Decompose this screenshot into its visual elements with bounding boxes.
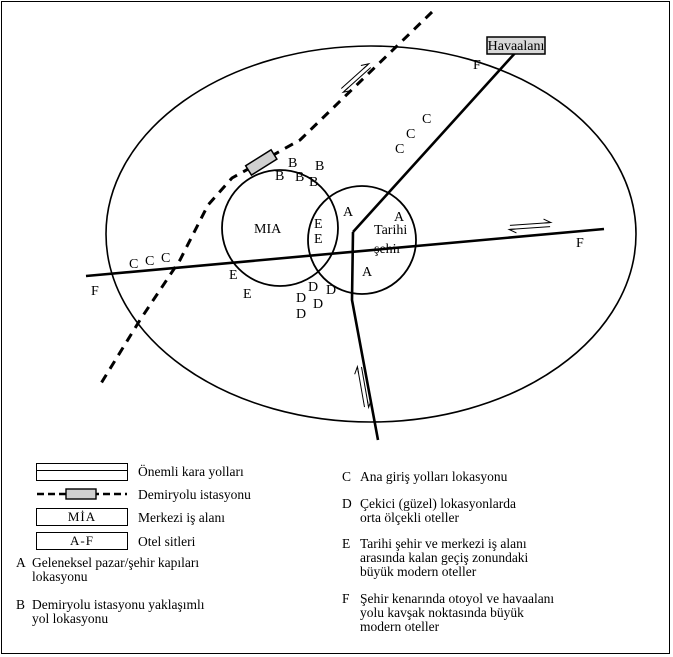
hotel-sites-d: D D D D D (296, 280, 336, 322)
svg-text:C: C (406, 127, 415, 142)
legend-roads-text: Önemli kara yolları (138, 464, 244, 479)
legend-railway-symbol (36, 484, 128, 504)
svg-text:D: D (308, 280, 318, 295)
svg-text:C: C (161, 251, 170, 266)
svg-text:B: B (275, 169, 284, 184)
svg-text:C: C (395, 142, 404, 157)
old-city-label-line1: Tarihi (374, 223, 407, 238)
road-west-east (85, 227, 605, 278)
svg-text:F: F (91, 284, 99, 299)
road-airport (352, 51, 517, 233)
legend-hotels-symbol: A-F (36, 532, 128, 550)
legend-e-line2: arasında kalan geçiş zonundaki (360, 550, 529, 565)
legend-c-letter: C (342, 469, 352, 484)
old-city-label-line2: şehir (374, 242, 402, 257)
svg-text:E: E (314, 232, 323, 247)
legend-b-line2: yol lokasyonu (32, 611, 109, 626)
svg-text:B: B (288, 156, 297, 171)
svg-text:D: D (326, 283, 336, 298)
city-boundary (105, 45, 637, 423)
legend-e-letter: E (342, 536, 351, 551)
traffic-arrow-east (507, 218, 553, 234)
svg-text:B: B (309, 175, 318, 190)
legend-e-line3: büyük modern oteller (360, 564, 477, 579)
svg-text:F: F (576, 236, 584, 251)
legend-f-line1: Şehir kenarında otoyol ve havaalanı (360, 591, 555, 606)
airport-box (486, 36, 546, 55)
legend-d-line2: orta ölçekli oteller (360, 510, 459, 525)
legend-d-letter: D (342, 496, 352, 511)
legend-cbd-symbol: MİA (36, 508, 128, 526)
svg-text:B: B (315, 159, 324, 174)
hotel-sites-f: F F F (91, 58, 584, 299)
svg-text:A: A (394, 210, 405, 225)
svg-text:D: D (313, 297, 323, 312)
hotel-sites-c: C C C C C C (129, 112, 431, 272)
hotel-sites-a: A A A (343, 205, 405, 280)
legend-a-letter: A (16, 555, 26, 570)
hotel-sites-e: E E E E (229, 217, 323, 302)
legend-cbd-text: Merkezi iş alanı (138, 510, 225, 525)
legend-f-line2: yolu kavşak noktasında büyük (360, 605, 524, 620)
svg-text:E: E (229, 268, 238, 283)
legend-d-line1: Çekici (güzel) lokasyonlarda (360, 496, 516, 511)
svg-text:B: B (295, 170, 304, 185)
svg-text:D: D (296, 307, 306, 322)
hotel-sites-b: B B B B B (275, 156, 324, 190)
svg-text:A: A (343, 205, 354, 220)
svg-text:C: C (422, 112, 431, 127)
svg-text:C: C (129, 257, 138, 272)
traffic-arrow-south (354, 364, 372, 410)
traffic-arrow-railway (340, 62, 372, 94)
legend-e-line1: Tarihi şehir ve merkezi iş alanı (360, 536, 527, 551)
railway-station (244, 148, 278, 177)
svg-text:F: F (473, 58, 481, 73)
svg-text:D: D (296, 291, 306, 306)
svg-text:E: E (243, 287, 252, 302)
legend-c-line1: Ana giriş yolları lokasyonu (360, 469, 508, 484)
legend-b-line1: Demiryolu istasyonu yaklaşımlı (32, 597, 205, 612)
road-south (350, 231, 380, 441)
airport-label: Havaalanı (488, 39, 545, 54)
cbd-circle (221, 169, 339, 287)
legend-road-symbol (36, 463, 128, 481)
svg-text:C: C (145, 254, 154, 269)
old-city-circle (307, 185, 417, 295)
legend-f-letter: F (342, 591, 350, 606)
legend-f-line3: modern oteller (360, 619, 440, 634)
svg-text:E: E (314, 217, 323, 232)
legend-a-line2: lokasyonu (32, 569, 88, 584)
cbd-label: MIA (254, 222, 282, 237)
legend-b-letter: B (16, 597, 26, 612)
legend-a-line1: Geleneksel pazar/şehir kapıları (32, 555, 200, 570)
legend-hotels-text: Otel sitleri (138, 534, 196, 549)
railway-line (98, 10, 434, 386)
legend-railway-text: Demiryolu istasyonu (138, 487, 251, 502)
svg-text:A: A (362, 265, 373, 280)
